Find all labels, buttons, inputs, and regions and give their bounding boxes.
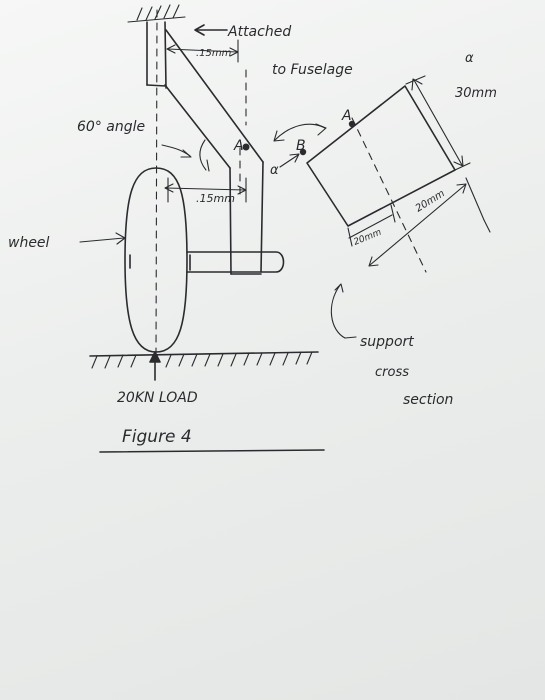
dim-20mm-bottom bbox=[347, 204, 396, 247]
label-point-a-left: A bbox=[233, 138, 244, 154]
label-to-fuselage: to Fuselage bbox=[272, 62, 353, 78]
label-alpha-left: α bbox=[270, 163, 279, 178]
figure-underline bbox=[99, 449, 325, 453]
axle bbox=[129, 251, 285, 273]
label-60-angle: 60° angle bbox=[77, 119, 145, 135]
b-a-curved-arrow bbox=[273, 123, 327, 142]
label-load: 20KN LOAD bbox=[117, 390, 198, 406]
label-30mm: 30mm bbox=[455, 86, 497, 101]
label-alpha-top: α bbox=[465, 51, 474, 66]
label-mid-15mm: .15mm bbox=[196, 192, 235, 205]
fuselage-hatching bbox=[127, 4, 186, 23]
dim-30mm bbox=[405, 75, 471, 171]
lower-strut bbox=[229, 161, 264, 275]
label-point-b: B bbox=[296, 138, 306, 154]
label-top-15mm: .15mm bbox=[196, 48, 232, 59]
support-arrow bbox=[330, 283, 357, 339]
label-section: section bbox=[403, 392, 453, 408]
wheel bbox=[124, 167, 188, 353]
mid-15mm-dimension bbox=[164, 177, 247, 203]
point-a-left-marker bbox=[242, 143, 250, 151]
ground-hatching bbox=[91, 351, 313, 369]
label-point-a-right: A bbox=[341, 108, 352, 124]
angle-arrow bbox=[161, 139, 210, 172]
wheel-arrow bbox=[79, 232, 126, 245]
top-strut bbox=[146, 21, 167, 89]
dim-20mm-right bbox=[368, 177, 491, 267]
point-b-marker bbox=[299, 148, 307, 156]
label-wheel: wheel bbox=[8, 235, 50, 251]
ground-line bbox=[89, 351, 319, 357]
label-support: support bbox=[360, 334, 414, 350]
top-15mm-dimension bbox=[166, 39, 239, 63]
angled-strut bbox=[164, 29, 264, 169]
label-cross: cross bbox=[375, 365, 409, 380]
point-a-right-marker bbox=[348, 120, 356, 128]
label-attached: Attached bbox=[227, 24, 291, 40]
label-figure: Figure 4 bbox=[122, 427, 192, 447]
attached-arrow bbox=[194, 24, 228, 36]
load-arrow bbox=[149, 351, 161, 381]
alpha-left-arrow bbox=[279, 153, 300, 168]
center-lines bbox=[155, 9, 247, 356]
label-20mm-right: 20mm bbox=[414, 188, 447, 215]
cross-section-centerline bbox=[351, 117, 427, 273]
label-20mm-bottom: 20mm bbox=[352, 228, 383, 248]
